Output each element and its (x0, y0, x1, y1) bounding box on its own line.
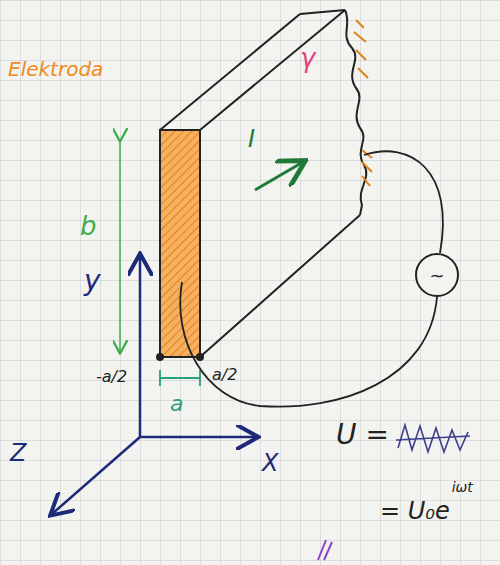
current-label: I (248, 126, 255, 152)
height-dimension: b (80, 212, 97, 241)
conductivity-symbol: γ (300, 44, 315, 73)
axis-name: Z (10, 440, 26, 466)
exponent-label: iωt (452, 480, 473, 495)
axis-name: X (262, 450, 278, 476)
voltage-label: U = (336, 420, 389, 451)
voltage-source: ~ (415, 253, 459, 297)
source-symbol: ~ (429, 265, 444, 286)
axis-name: y (84, 266, 101, 297)
width-dimension: a (170, 392, 183, 416)
coordinate-label: -a/2 (96, 368, 127, 386)
voltage-formula: = U₀e (380, 498, 450, 524)
coordinate-label: a/2 (212, 366, 237, 384)
electrode-label: Elektroda (8, 58, 103, 80)
